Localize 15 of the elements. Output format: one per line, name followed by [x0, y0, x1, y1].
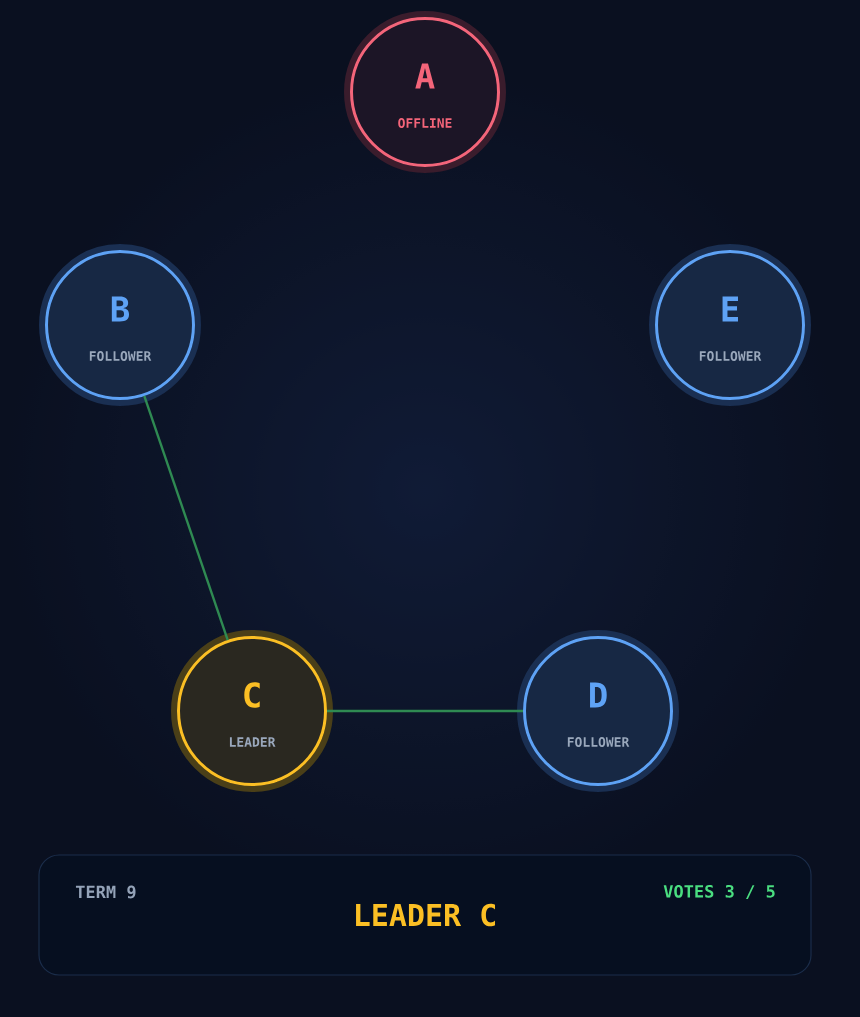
node-letter: E — [722, 296, 738, 322]
node-letter: B — [111, 296, 129, 322]
status-label: FOLLOWER — [699, 351, 762, 361]
node-letter: D — [590, 682, 607, 708]
status-label: LEADER — [229, 737, 276, 747]
leader-heading: LEADER C — [356, 903, 495, 927]
votes-label: VOTES 3 / 5 — [663, 884, 775, 900]
status-label: FOLLOWER — [567, 737, 630, 747]
connector-line — [327, 709, 523, 713]
status-label: OFFLINE — [398, 118, 452, 128]
connector-line — [143, 395, 229, 641]
term-label: TERM 9 — [75, 885, 136, 899]
node-letter: A — [415, 63, 435, 89]
node-letter: C — [244, 682, 260, 708]
status-label: FOLLOWER — [89, 351, 152, 361]
